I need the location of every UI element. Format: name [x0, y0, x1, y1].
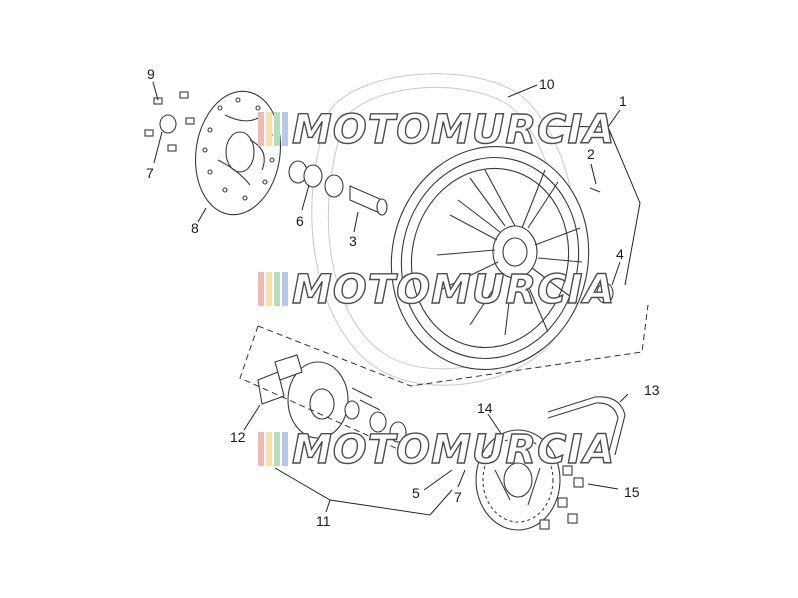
callout-6: 6 [296, 213, 304, 229]
callout-3: 3 [349, 233, 357, 249]
sprocket-carrier [257, 354, 407, 443]
callout-14: 14 [477, 400, 493, 416]
leader-lines [152, 81, 629, 491]
callout-9: 9 [147, 66, 155, 82]
callout-2: 2 [587, 146, 595, 162]
callout-8: 8 [191, 220, 199, 236]
callout-5: 5 [412, 485, 420, 501]
rear-wheel-rim [390, 146, 590, 370]
bracket-group-11 [274, 467, 453, 516]
callout-1: 1 [619, 93, 627, 109]
sprocket-nuts [539, 465, 584, 530]
callout-11: 11 [316, 513, 331, 529]
callout-12: 12 [230, 429, 246, 445]
callout-15: 15 [624, 484, 640, 500]
watermark-top: MOTOMURCIA [258, 106, 615, 154]
callout-7-top: 7 [146, 165, 154, 181]
callout-4: 4 [616, 246, 624, 262]
callout-10: 10 [539, 76, 555, 92]
watermark-bottom: MOTOMURCIA [258, 426, 615, 474]
assembly-outline [239, 304, 649, 451]
axle-spacers-bearings [288, 160, 614, 304]
watermark-middle: MOTOMURCIA [258, 266, 615, 314]
callout-13: 13 [644, 382, 660, 398]
callout-7-bottom: 7 [454, 489, 462, 505]
bracket-group-1 [537, 109, 641, 286]
watermark-text-middle: MOTOMURCIA [292, 267, 615, 313]
brake-disc [194, 90, 282, 216]
drive-chain [547, 396, 626, 456]
callout-labels: 1 2 3 4 5 6 7 7 8 9 10 11 12 13 14 15 [146, 66, 660, 529]
disc-bolts [144, 91, 195, 152]
watermark-text-top: MOTOMURCIA [292, 107, 615, 153]
rear-sprocket [475, 429, 561, 531]
watermark-text-bottom: MOTOMURCIA [292, 427, 615, 473]
